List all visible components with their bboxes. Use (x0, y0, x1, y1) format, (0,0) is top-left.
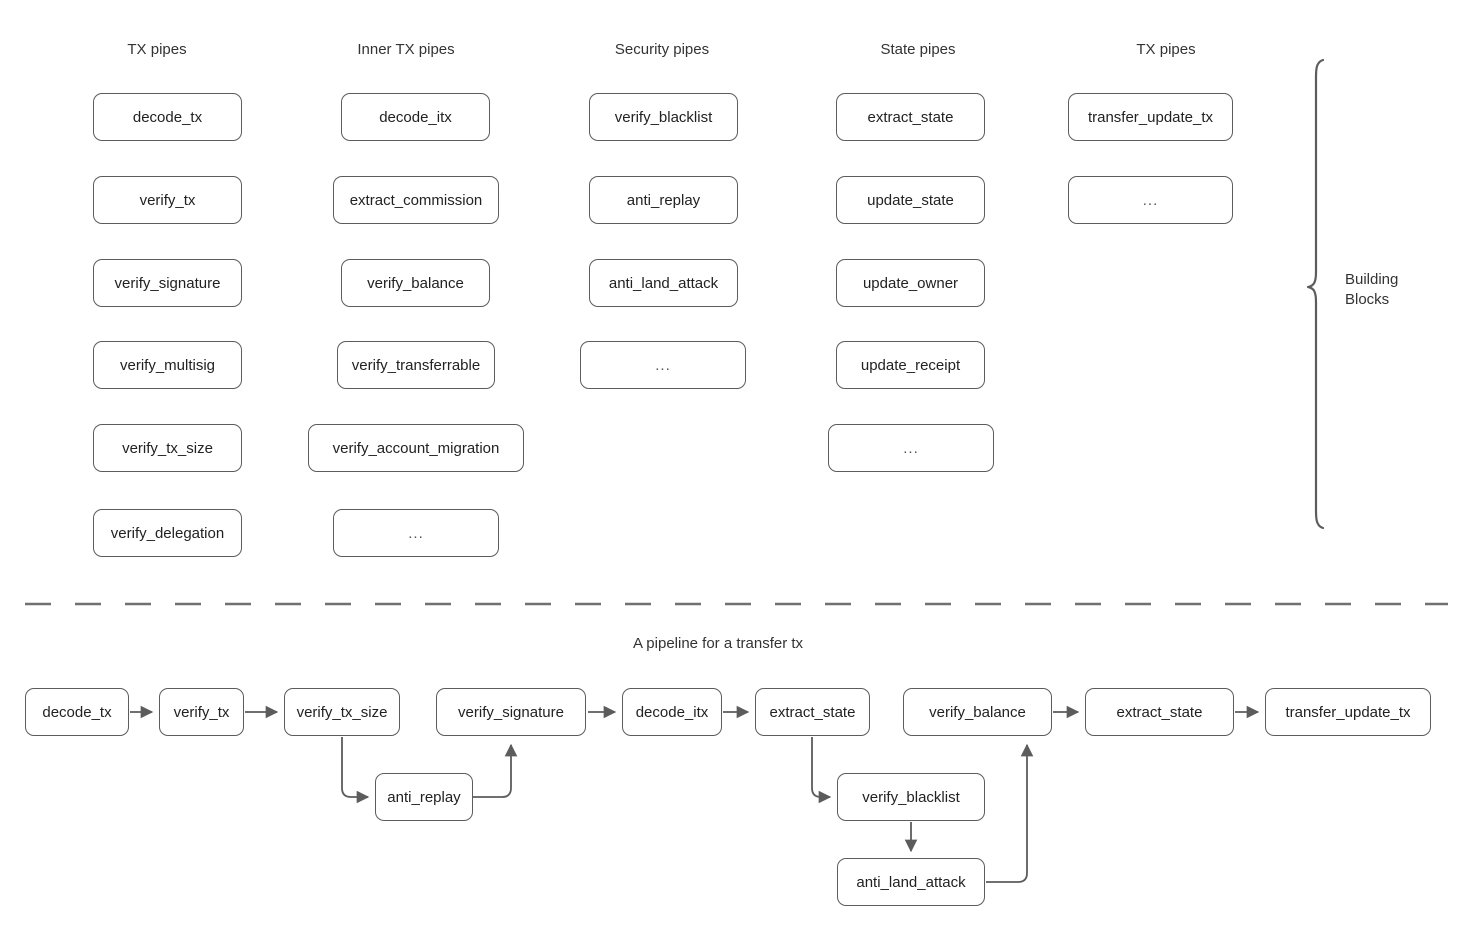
building-block-update-owner[interactable]: update_owner (836, 259, 985, 307)
building-block-verify-balance[interactable]: verify_balance (341, 259, 490, 307)
pipeline-arrows (130, 705, 1260, 883)
pipeline-node-verify-tx[interactable]: verify_tx (159, 688, 244, 736)
building-block-update-state[interactable]: update_state (836, 176, 985, 224)
building-block-anti-replay[interactable]: anti_replay (589, 176, 738, 224)
column-header-tx-pipes-2: TX pipes (1136, 41, 1196, 58)
building-blocks-brace (1306, 58, 1325, 530)
building-block-verify-delegation[interactable]: verify_delegation (93, 509, 242, 557)
building-block-update-receipt[interactable]: update_receipt (836, 341, 985, 389)
building-block-inner-tx-ellipsis[interactable]: ... (333, 509, 499, 557)
building-block-verify-blacklist[interactable]: verify_blacklist (589, 93, 738, 141)
building-block-decode-tx[interactable]: decode_tx (93, 93, 242, 141)
building-block-state-ellipsis[interactable]: ... (828, 424, 994, 472)
building-blocks-label: Building Blocks (1345, 270, 1398, 311)
building-block-anti-land-attack[interactable]: anti_land_attack (589, 259, 738, 307)
column-header-state-pipes: State pipes (880, 41, 956, 58)
pipeline-node-decode-itx[interactable]: decode_itx (622, 688, 722, 736)
column-header-security-pipes: Security pipes (614, 41, 710, 58)
building-block-security-ellipsis[interactable]: ... (580, 341, 746, 389)
pipeline-node-anti-land-attack[interactable]: anti_land_attack (837, 858, 985, 906)
building-block-verify-signature[interactable]: verify_signature (93, 259, 242, 307)
building-block-tx-ellipsis[interactable]: ... (1068, 176, 1233, 224)
building-block-verify-account-migration[interactable]: verify_account_migration (308, 424, 524, 472)
building-block-verify-tx[interactable]: verify_tx (93, 176, 242, 224)
pipeline-node-verify-tx-size[interactable]: verify_tx_size (284, 688, 400, 736)
pipeline-node-verify-balance[interactable]: verify_balance (903, 688, 1052, 736)
building-block-verify-transferrable[interactable]: verify_transferrable (337, 341, 495, 389)
pipeline-node-verify-signature[interactable]: verify_signature (436, 688, 586, 736)
building-blocks-label-line1: Building (1345, 271, 1399, 288)
pipeline-node-anti-replay[interactable]: anti_replay (375, 773, 473, 821)
pipeline-node-verify-blacklist[interactable]: verify_blacklist (837, 773, 985, 821)
building-block-extract-state[interactable]: extract_state (836, 93, 985, 141)
building-block-extract-commission[interactable]: extract_commission (333, 176, 499, 224)
column-header-tx-pipes: TX pipes (127, 41, 187, 58)
pipeline-node-transfer-update-tx[interactable]: transfer_update_tx (1265, 688, 1431, 736)
pipeline-section-title: A pipeline for a transfer tx (632, 635, 804, 652)
pipeline-node-extract-state-2[interactable]: extract_state (1085, 688, 1234, 736)
building-block-verify-multisig[interactable]: verify_multisig (93, 341, 242, 389)
building-block-verify-tx-size[interactable]: verify_tx_size (93, 424, 242, 472)
column-header-inner-tx-pipes: Inner TX pipes (357, 41, 455, 58)
building-blocks-label-line2: Blocks (1345, 291, 1390, 309)
pipeline-node-decode-tx[interactable]: decode_tx (25, 688, 129, 736)
building-block-decode-itx[interactable]: decode_itx (341, 93, 490, 141)
building-block-transfer-update-tx[interactable]: transfer_update_tx (1068, 93, 1233, 141)
pipeline-node-extract-state-1[interactable]: extract_state (755, 688, 870, 736)
